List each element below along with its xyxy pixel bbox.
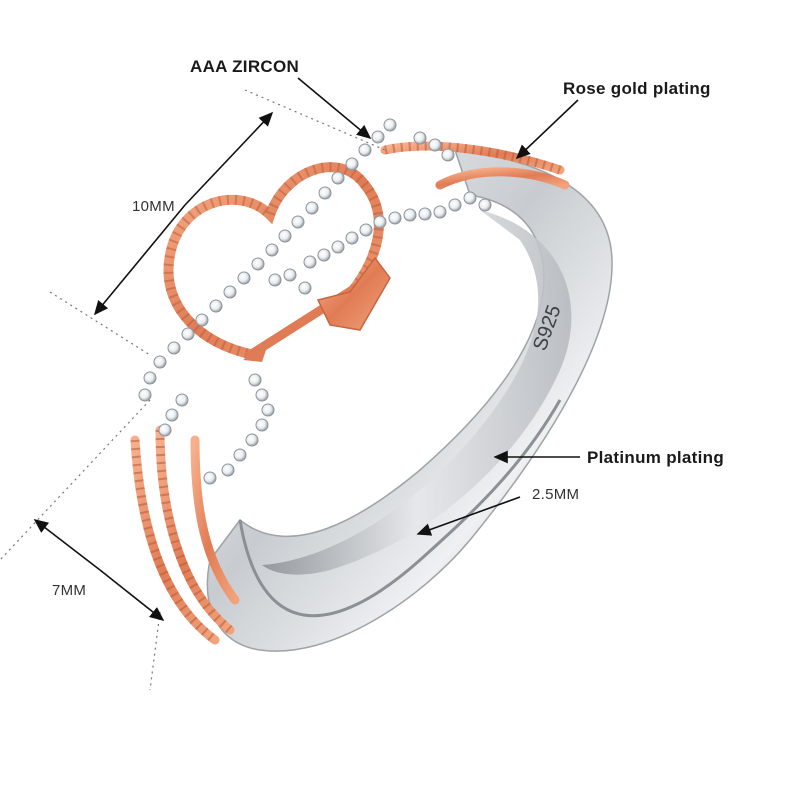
dimension-guides: [0, 89, 386, 691]
band-height-label: 7MM: [52, 582, 87, 599]
rose-gold-arrow: [243, 256, 391, 362]
rose-gold-label: Rose gold plating: [563, 79, 711, 98]
ring-band: [206, 149, 613, 652]
callout-arrows: [297, 77, 580, 536]
head-height-label: 10MM: [132, 198, 175, 215]
rose-gold-heart: [163, 162, 384, 360]
dimension-arrows: [33, 111, 274, 621]
band-width-label: 2.5MM: [532, 486, 580, 503]
zircon-pave: [138, 118, 492, 485]
rose-gold-ropes: [130, 141, 570, 645]
platinum-label: Platinum plating: [587, 448, 725, 467]
zircon-label: AAA ZIRCON: [190, 57, 300, 76]
